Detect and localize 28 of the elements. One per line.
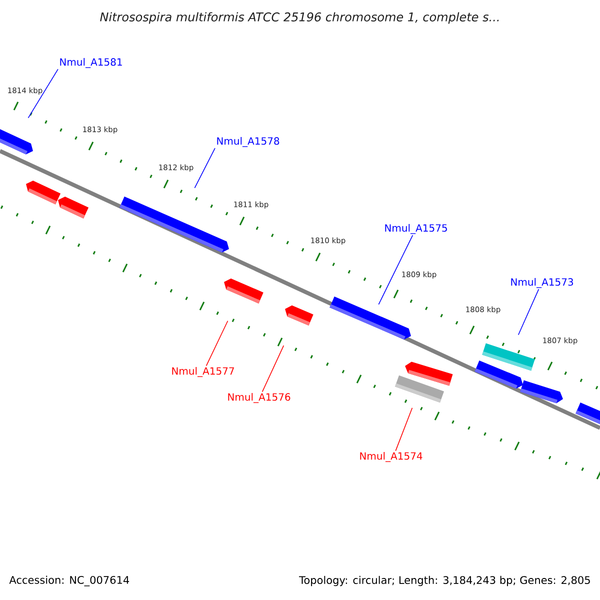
leader-line [395, 407, 413, 452]
gene-bar [224, 278, 264, 304]
leader-line [194, 148, 216, 188]
leader-line [206, 320, 228, 366]
gene-label: Nmul_A1581 [60, 58, 122, 68]
gene-bar [0, 128, 33, 154]
gene-label: Nmul_A1574 [360, 452, 422, 462]
footer-text: Topology: circular; Length: 3,184,243 bp; Genes: 2,805 [299, 576, 590, 586]
gene-bar [330, 296, 411, 340]
leader-line [262, 345, 284, 392]
title: Nitrosospira multiformis ATCC 25196 chromosome 1, complete s... [100, 12, 499, 24]
gene-label: Nmul_A1576 [228, 393, 290, 403]
gene-bar [405, 362, 453, 386]
gene-bar [576, 402, 600, 425]
gene-bar [120, 196, 229, 252]
leader-line [378, 234, 414, 305]
gene-bar [482, 343, 535, 371]
gene-bar [26, 180, 61, 204]
gene-bar [58, 196, 89, 218]
gene-label: Nmul_A1575 [385, 224, 447, 234]
footer-text: Accession: NC_007614 [9, 576, 130, 586]
gene-label: Nmul_A1578 [217, 137, 280, 147]
gene-bar [285, 305, 314, 326]
gene-bar [520, 380, 563, 404]
gene-label: Nmul_A1573 [511, 278, 574, 288]
leader-line [518, 288, 540, 336]
gene-label: Nmul_A1577 [172, 367, 234, 377]
leader-line [28, 68, 58, 118]
